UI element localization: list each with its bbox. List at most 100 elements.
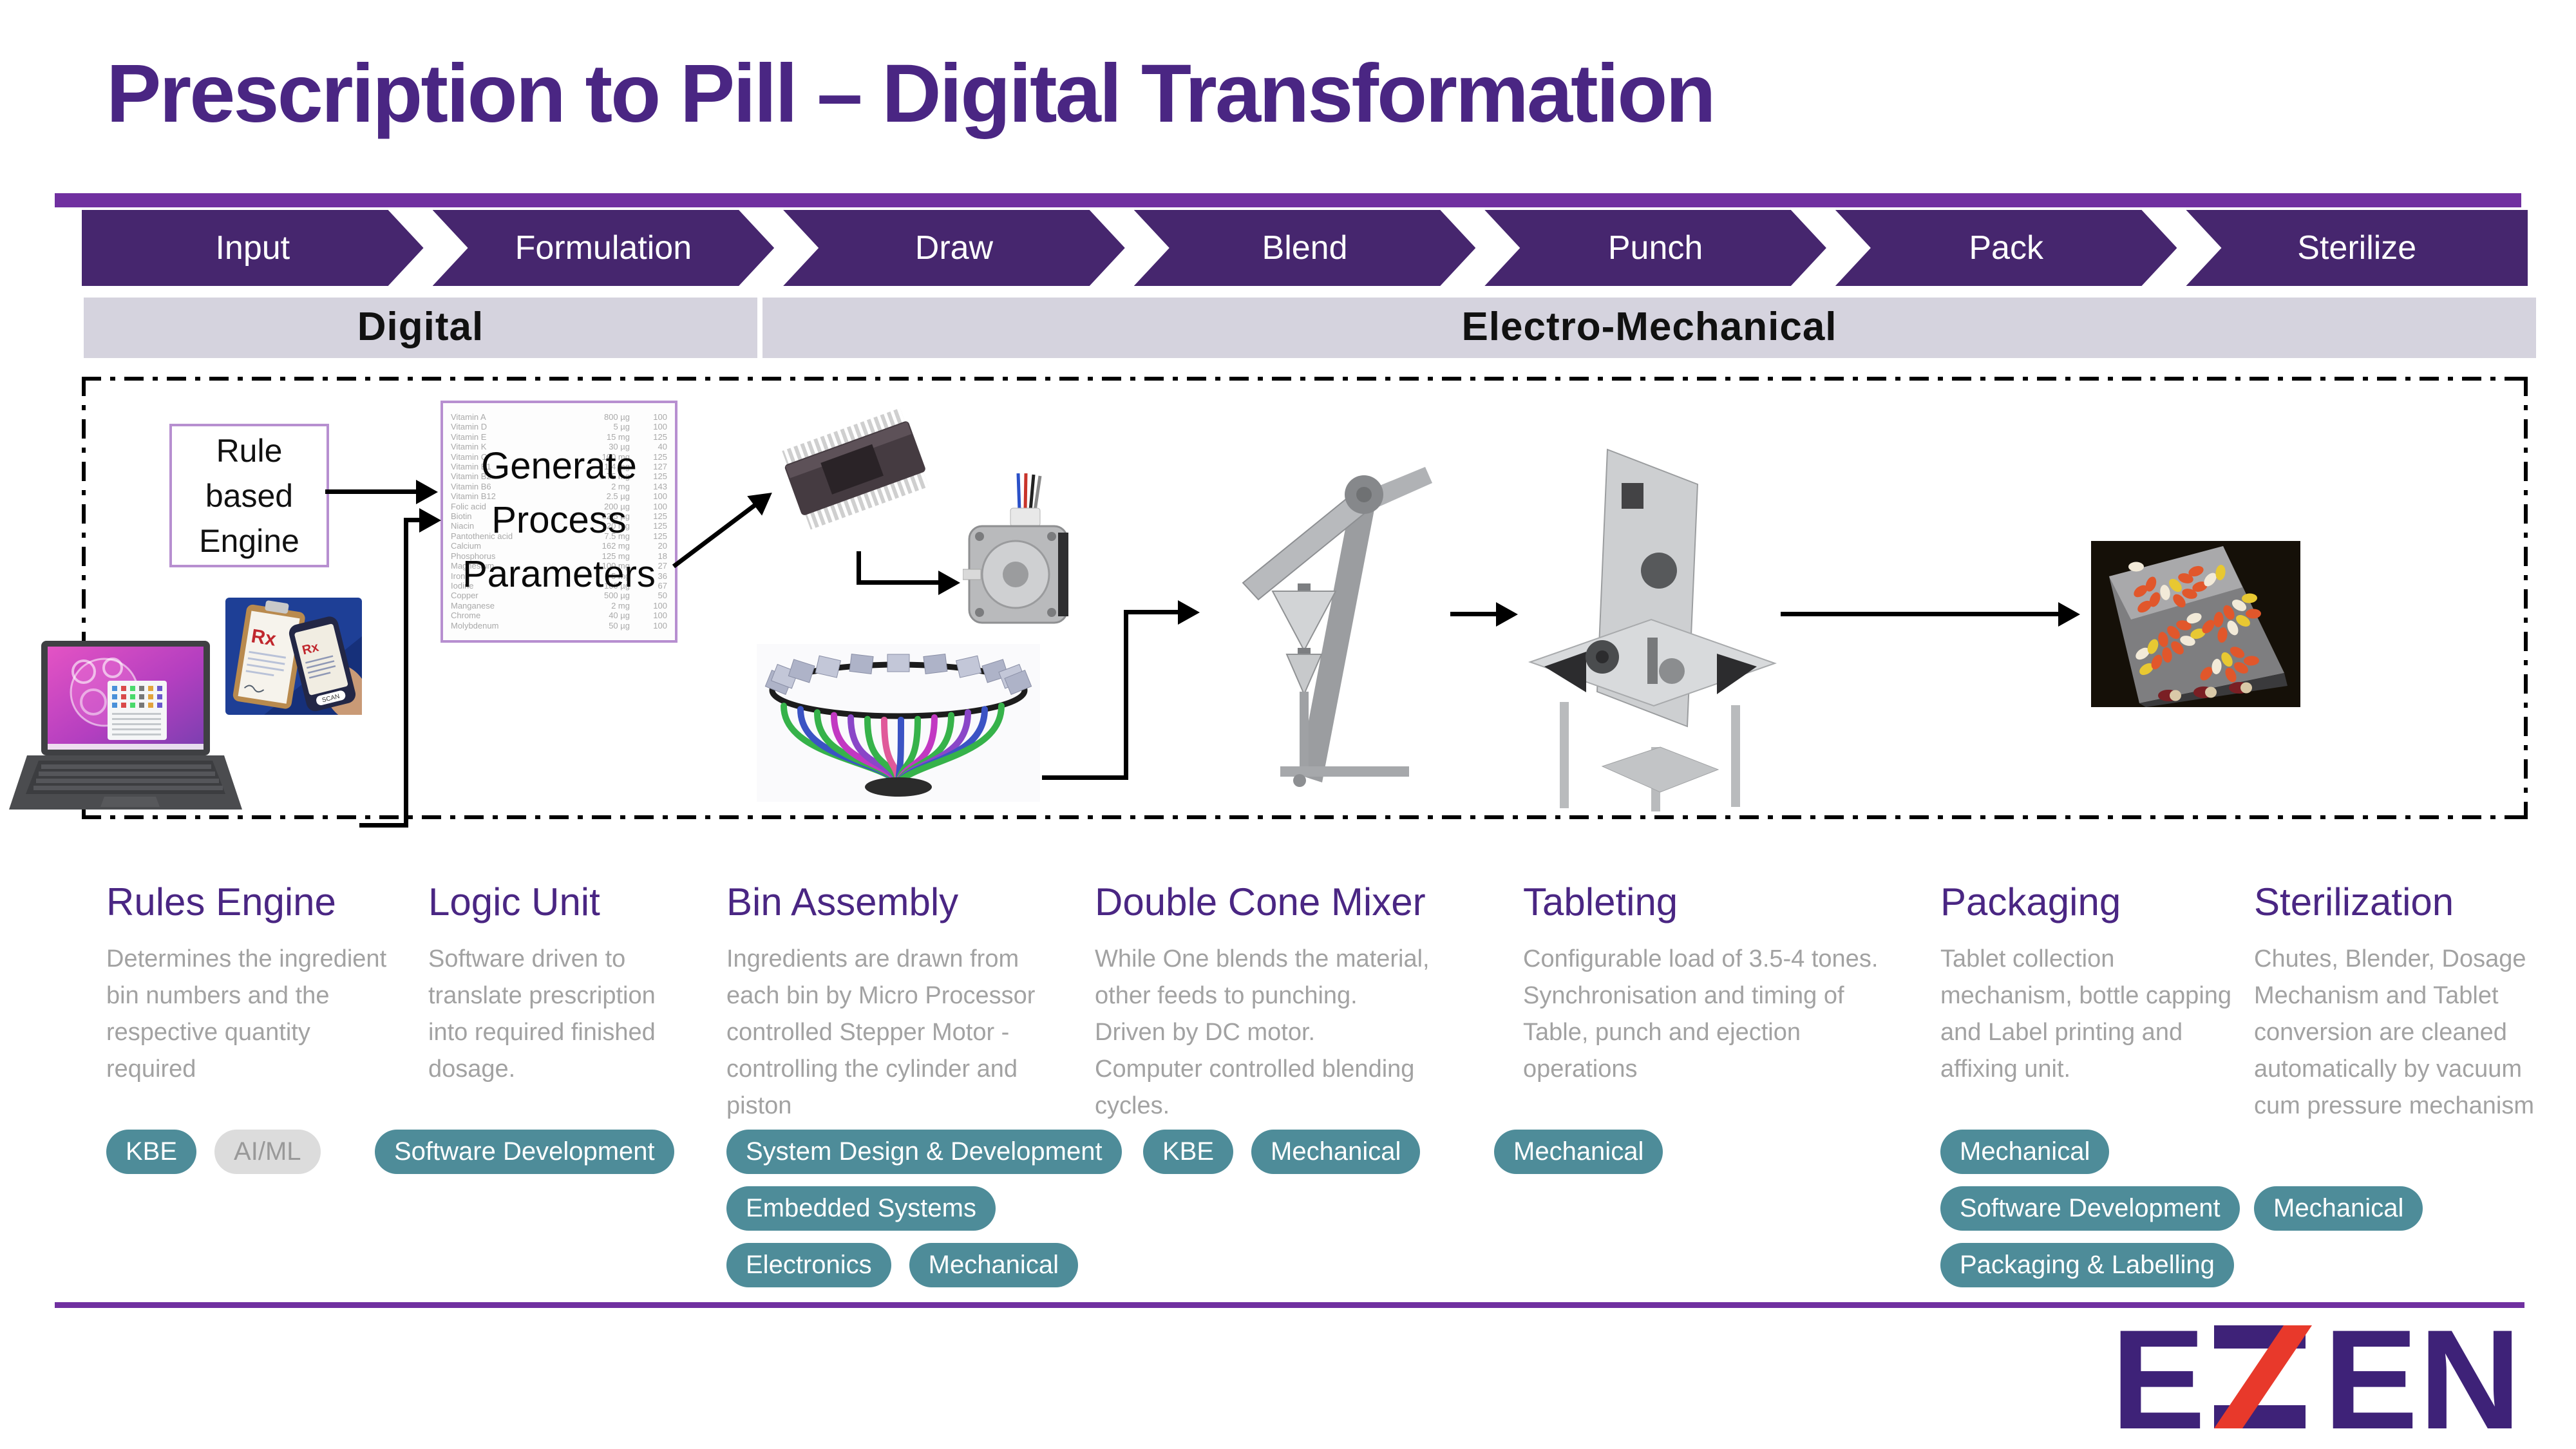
- flow-frame-left: [82, 377, 86, 819]
- tableting-machine-image: [1528, 448, 1777, 811]
- process-step-draw: Draw: [783, 210, 1125, 286]
- ezen-logo: E E N: [2111, 1319, 2521, 1438]
- tag-row: Software Development: [375, 1130, 674, 1174]
- process-step-punch: Punch: [1484, 210, 1826, 286]
- tag-row: KBE Mechanical: [1143, 1130, 1421, 1174]
- flow-arrow: [1124, 610, 1128, 780]
- arrowhead-icon: [416, 479, 438, 504]
- double-cone-mixer-image: [1242, 467, 1432, 787]
- process-step-blend: Blend: [1134, 210, 1476, 286]
- tag-pill: Packaging & Labelling: [1940, 1243, 2234, 1287]
- tag-pill: Mechanical: [1940, 1130, 2110, 1174]
- column-description: Software driven to translate prescriptio…: [428, 945, 656, 1083]
- process-step-sterilize: Sterilize: [2186, 210, 2528, 286]
- column-description: Chutes, Blender, Dosage Mechanism and Ta…: [2254, 945, 2535, 1119]
- stepper-motor-image: [963, 473, 1068, 624]
- flow-arrow: [1781, 601, 2080, 627]
- tag-row: Software Development: [1940, 1186, 2240, 1231]
- tag-row: KBE AI/ML: [106, 1130, 321, 1174]
- flow-arrow: [1124, 600, 1200, 625]
- tag-row: Mechanical: [2254, 1186, 2423, 1231]
- tag-pill: Electronics: [726, 1243, 891, 1287]
- column-title: Double Cone Mixer: [1095, 880, 1426, 923]
- logo-letter: E: [2111, 1319, 2206, 1438]
- flow-arrow: [1042, 775, 1128, 780]
- flow-arrow: [404, 518, 408, 828]
- flow-frame-top: [82, 377, 2528, 381]
- flow-arrow: [406, 507, 441, 533]
- column-title: Tableting: [1523, 880, 1678, 923]
- prescription-scan-image: Rx Rx SCAN: [225, 598, 362, 715]
- arrowhead-icon: [2058, 601, 2080, 627]
- arrowhead-icon: [938, 570, 960, 595]
- microprocessor-chip-image: [782, 409, 929, 530]
- tag-pill: KBE: [106, 1130, 197, 1174]
- tag-pill: KBE: [1143, 1130, 1234, 1174]
- flow-frame-right: [2524, 377, 2528, 819]
- arrowhead-icon: [419, 507, 441, 533]
- tag-pill: Mechanical: [1251, 1130, 1421, 1174]
- column-title: Rules Engine: [106, 880, 336, 923]
- tag-row: Packaging & Labelling: [1940, 1243, 2234, 1287]
- tag-row: Mechanical: [1494, 1130, 1663, 1174]
- column-title: Packaging: [1940, 880, 2121, 923]
- column-title: Bin Assembly: [726, 880, 959, 923]
- process-step-input: Input: [82, 210, 424, 286]
- column-description: Configurable load of 3.5-4 tones. Synchr…: [1523, 945, 1879, 1083]
- flow-arrow: [325, 479, 438, 504]
- generate-process-parameters-label: Generate Process Parameters: [462, 445, 656, 595]
- tag-pill: Mechanical: [2254, 1186, 2423, 1231]
- column-title: Logic Unit: [428, 880, 600, 923]
- column-description: Tablet collection mechanism, bottle capp…: [1940, 945, 2232, 1083]
- capsule-conveyor-image: [2091, 541, 2300, 707]
- phase-label-digital: Digital: [357, 305, 484, 349]
- rule-based-engine-box: Rule based Engine: [169, 424, 329, 567]
- tag-pill: AI/ML: [214, 1130, 321, 1174]
- flow-arrow: [857, 551, 861, 585]
- tag-pill: Embedded Systems: [726, 1186, 996, 1231]
- phase-band-electro-mechanical: Electro-Mechanical: [762, 298, 2536, 358]
- tag-pill: Mechanical: [909, 1243, 1078, 1287]
- arrowhead-icon: [1496, 601, 1518, 627]
- footer-divider: [55, 1302, 2524, 1308]
- flow-arrow: [1450, 601, 1518, 627]
- tag-row: System Design & Development: [726, 1130, 1122, 1174]
- page-title: Prescription to Pill – Digital Transform…: [106, 48, 1716, 140]
- phase-band-digital: Digital: [84, 298, 757, 358]
- column-description: Determines the ingredient bin numbers an…: [106, 945, 387, 1083]
- tag-pill: Software Development: [1940, 1186, 2240, 1231]
- arrowhead-icon: [1178, 600, 1200, 625]
- phase-label-electro-mechanical: Electro-Mechanical: [1461, 305, 1837, 349]
- column-description: While One blends the material, other fee…: [1095, 945, 1430, 1119]
- process-step-formulation: Formulation: [433, 210, 775, 286]
- tag-row: Embedded Systems: [726, 1186, 996, 1231]
- column-title: Sterilization: [2254, 880, 2454, 923]
- logo-letter: N: [2419, 1319, 2521, 1438]
